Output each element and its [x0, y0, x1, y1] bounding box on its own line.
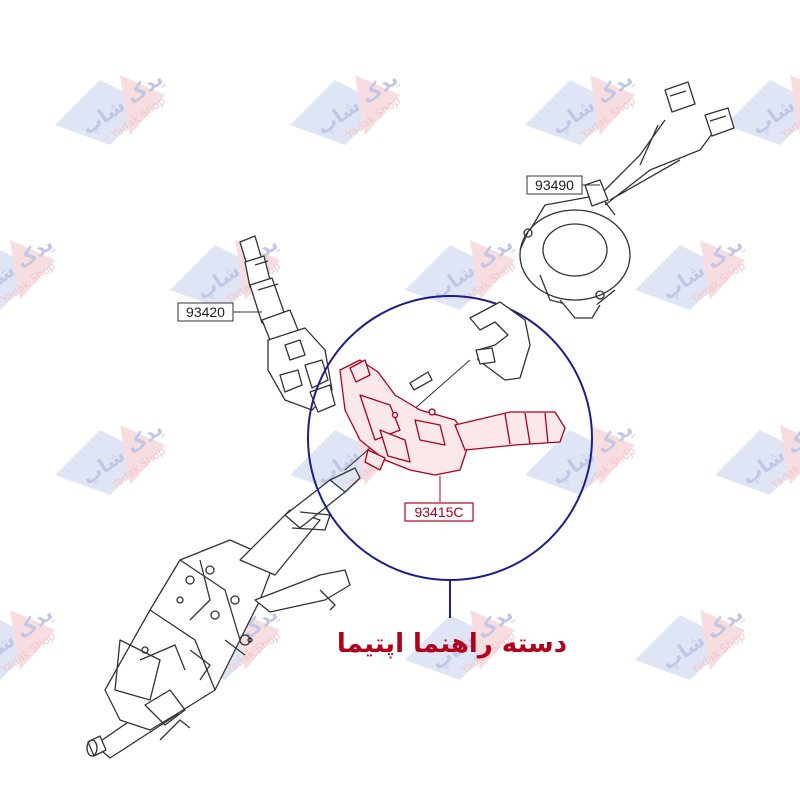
highlight-callout	[307, 295, 593, 618]
part-number-93415c: 93415C	[414, 504, 463, 520]
part-number-93420: 93420	[186, 304, 225, 320]
clock-spring-drawing	[519, 81, 735, 319]
switch-93415c-drawing	[339, 359, 566, 476]
steering-angle-ring	[344, 301, 531, 471]
switch-93420-drawing	[239, 235, 336, 413]
label-93420: 93420	[177, 302, 262, 322]
steering-column	[86, 467, 361, 759]
label-93490: 93490	[526, 175, 600, 195]
part-number-93490: 93490	[535, 177, 574, 193]
label-93415c: 93415C	[404, 476, 474, 522]
caption: دسته راهنما اپتیما	[337, 629, 567, 659]
